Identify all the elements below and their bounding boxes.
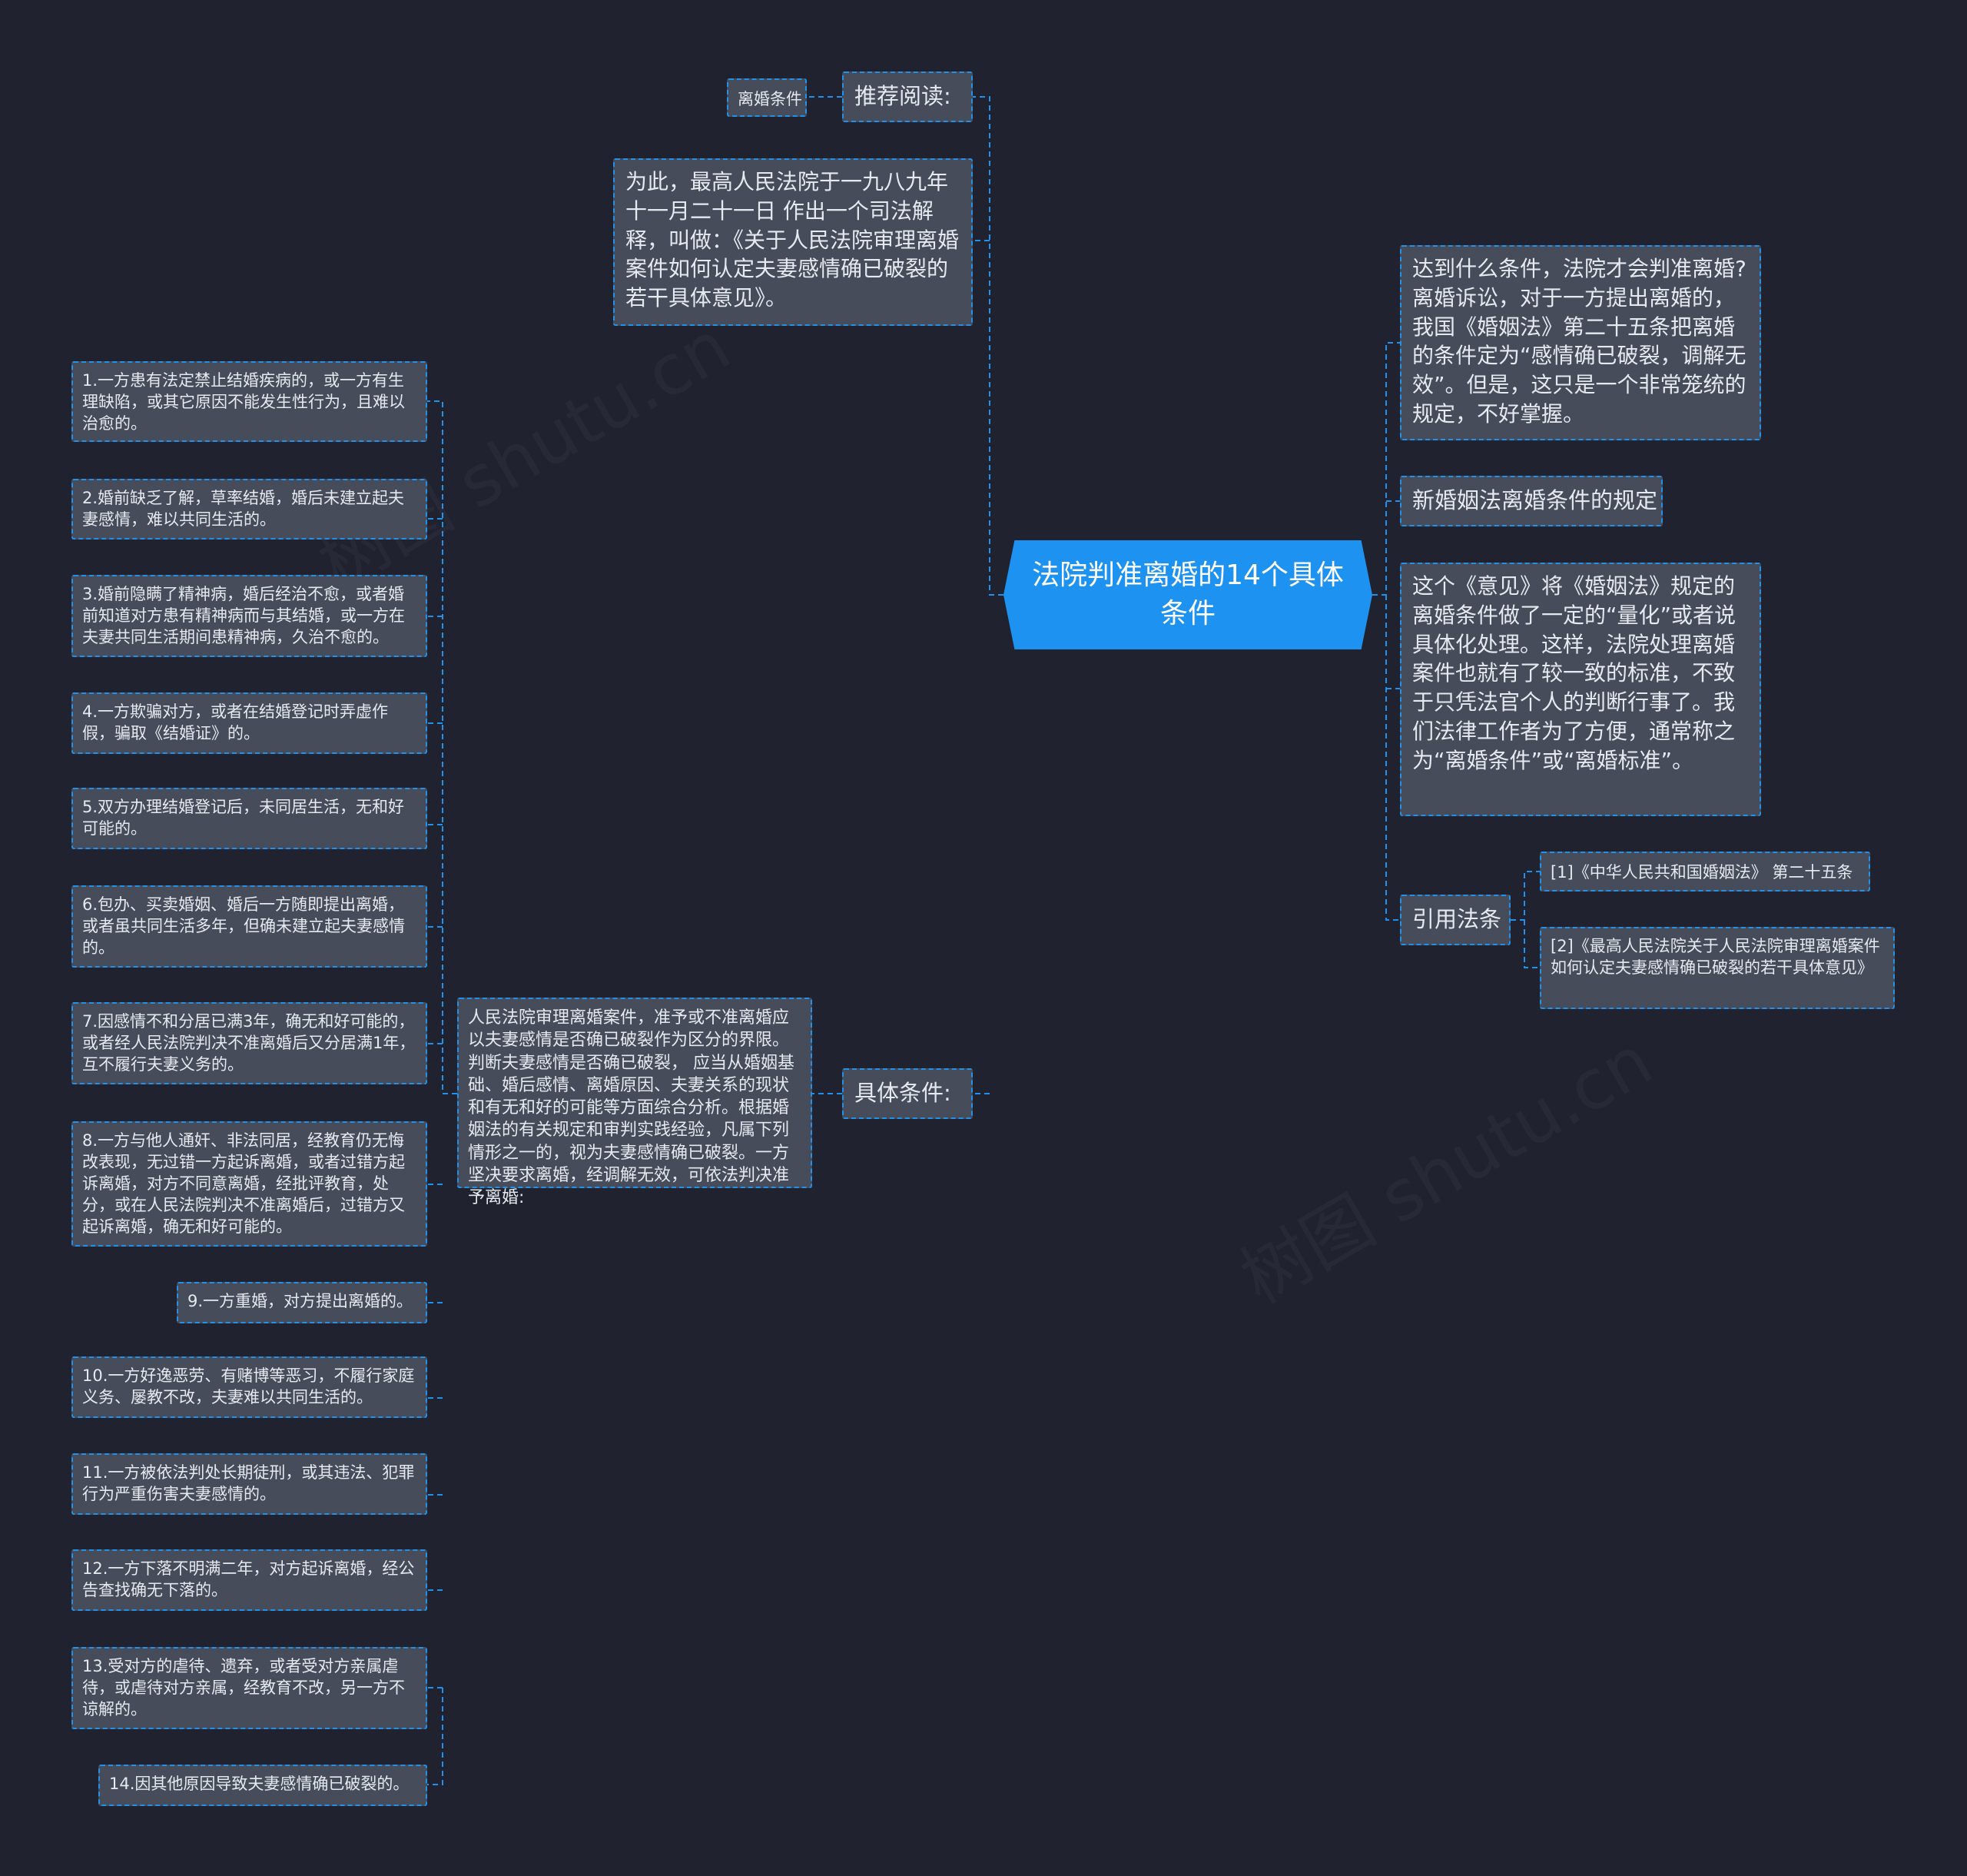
- specific-desc-node[interactable]: 人民法院审理离婚案件，准予或不准离婚应以夫妻感情是否确已破裂作为区分的界限。判断…: [457, 998, 812, 1207]
- cite-law-node[interactable]: 引用法条: [1400, 895, 1511, 945]
- condition-item-7[interactable]: 7.因感情不和分居已满3年，确无和好可能的，或者经人民法院判决不准离婚后又分居满…: [71, 1002, 427, 1084]
- question-node[interactable]: 达到什么条件，法院才会判准离婚? 离婚诉讼，对于一方提出离婚的，我国《婚姻法》第…: [1400, 245, 1761, 440]
- recommend-reading-node[interactable]: 推荐阅读:: [842, 71, 973, 122]
- condition-item-5[interactable]: 5.双方办理结婚登记后，未同居生活，无和好可能的。: [71, 788, 427, 849]
- condition-item-14[interactable]: 14.因其他原因导致夫妻感情确已破裂的。: [98, 1765, 427, 1806]
- condition-item-11[interactable]: 11.一方被依法判处长期徒刑，或其违法、犯罪行为严重伤害夫妻感情的。: [71, 1453, 427, 1515]
- opinion-node[interactable]: 这个《意见》将《婚姻法》规定的离婚条件做了一定的“量化”或者说具体化处理。这样，…: [1400, 563, 1761, 816]
- central-topic[interactable]: 法院判准离婚的14个具体条件: [1003, 540, 1372, 649]
- condition-item-6[interactable]: 6.包办、买卖婚姻、婚后一方随即提出离婚，或者虽共同生活多年，但确未建立起夫妻感…: [71, 885, 427, 968]
- specific-conditions-node[interactable]: 具体条件:: [842, 1068, 973, 1119]
- condition-item-4[interactable]: 4.一方欺骗对方，或者在结婚登记时弄虚作假，骗取《结婚证》的。: [71, 692, 427, 754]
- condition-item-12[interactable]: 12.一方下落不明满二年，对方起诉离婚，经公告查找确无下落的。: [71, 1549, 427, 1611]
- condition-item-3[interactable]: 3.婚前隐瞒了精神病，婚后经治不愈，或者婚前知道对方患有精神病而与其结婚，或一方…: [71, 575, 427, 657]
- condition-item-2[interactable]: 2.婚前缺乏了解，草率结婚，婚后未建立起夫妻感情，难以共同生活的。: [71, 479, 427, 540]
- cite-ref-1[interactable]: [1]《中华人民共和国婚姻法》 第二十五条: [1540, 852, 1870, 892]
- condition-item-13[interactable]: 13.受对方的虐待、遗弃，或者受对方亲属虐待，或虐待对方亲属，经教育不改，另一方…: [71, 1647, 427, 1729]
- condition-item-1[interactable]: 1.一方患有法定禁止结婚疾病的，或一方有生理缺陷，或其它原因不能发生性行为，且难…: [71, 361, 427, 442]
- intro-node[interactable]: 为此，最高人民法院于一九八九年十一月二十一日 作出一个司法解释，叫做：《关于人民…: [613, 158, 973, 326]
- condition-item-9[interactable]: 9.一方重婚，对方提出离婚的。: [177, 1282, 427, 1323]
- cite-ref-2[interactable]: [2]《最高人民法院关于人民法院审理离婚案件如何认定夫妻感情确已破裂的若干具体意…: [1540, 927, 1895, 1009]
- recommend-child-node[interactable]: 离婚条件: [727, 78, 807, 117]
- condition-item-10[interactable]: 10.一方好逸恶劳、有赌博等恶习，不履行家庭义务、屡教不改，夫妻难以共同生活的。: [71, 1356, 427, 1418]
- new-law-node[interactable]: 新婚姻法离婚条件的规定: [1400, 476, 1663, 526]
- condition-item-8[interactable]: 8.一方与他人通奸、非法同居，经教育仍无悔改表现，无过错一方起诉离婚，或者过错方…: [71, 1121, 427, 1247]
